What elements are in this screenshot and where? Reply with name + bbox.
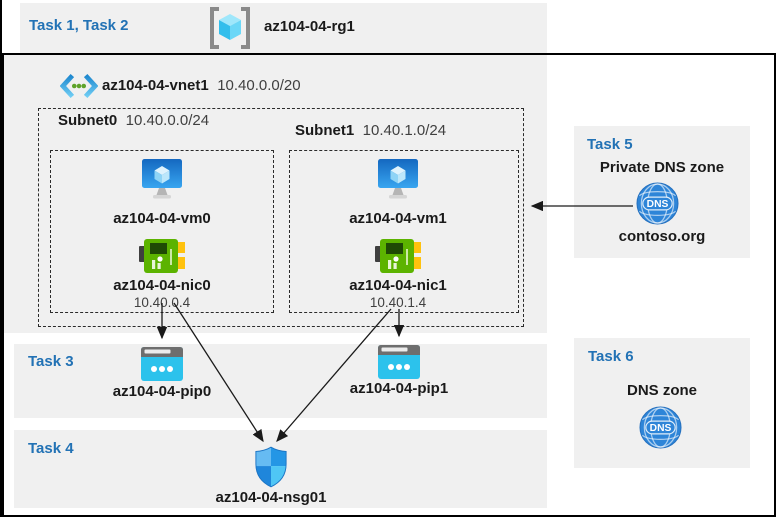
task5-box: Task 5 Private DNS zone DNS contoso.org xyxy=(574,126,750,258)
resource-group-icon xyxy=(206,6,254,50)
nic0-ip: 10.40.0.4 xyxy=(133,295,191,310)
dns-icon-text: DNS xyxy=(647,199,669,210)
vnet-region xyxy=(4,55,547,333)
nic1-ip: 10.40.1.4 xyxy=(369,295,427,310)
task12-band: Task 1, Task 2 az104-04-rg1 xyxy=(20,3,547,53)
dns-zone-title: DNS zone xyxy=(626,382,697,399)
virtual-machine-icon xyxy=(140,159,184,201)
nic0-name: az104-04-nic0 xyxy=(113,277,211,294)
vm0-name: az104-04-vm0 xyxy=(113,210,211,227)
private-dns-zone-title: Private DNS zone xyxy=(599,159,725,176)
subnet0-name: Subnet0 xyxy=(58,112,118,129)
task4-label: Task 4 xyxy=(28,440,74,457)
vm1-name: az104-04-vm1 xyxy=(349,210,447,227)
subnet1-name: Subnet1 xyxy=(295,122,355,139)
virtual-machine-icon xyxy=(376,159,420,201)
subnet1-cidr: 10.40.1.0/24 xyxy=(362,122,447,139)
network-security-group-shield-icon xyxy=(254,446,288,488)
subnet1-box xyxy=(289,150,519,313)
pip1-name: az104-04-pip1 xyxy=(349,380,449,397)
task12-label: Task 1, Task 2 xyxy=(29,17,129,34)
subnet0-cidr: 10.40.0.0/24 xyxy=(125,112,210,129)
network-interface-icon xyxy=(375,237,421,275)
virtual-network-icon xyxy=(60,71,98,101)
nic1-name: az104-04-nic1 xyxy=(349,277,447,294)
dns-zone-name: contoso.org xyxy=(618,228,706,245)
pip0-name: az104-04-pip0 xyxy=(112,383,212,400)
task6-label: Task 6 xyxy=(588,348,634,365)
task5-label: Task 5 xyxy=(587,136,633,153)
public-ip-icon xyxy=(378,345,420,379)
dns-globe-icon: DNS xyxy=(636,182,679,225)
dns-icon-text: DNS xyxy=(650,423,672,434)
public-ip-icon xyxy=(141,347,183,381)
resource-group-name: az104-04-rg1 xyxy=(264,18,355,35)
vnet-name: az104-04-vnet1 xyxy=(102,77,209,94)
network-interface-icon xyxy=(139,237,185,275)
task3-label: Task 3 xyxy=(28,353,74,370)
nsg-name: az104-04-nsg01 xyxy=(215,489,327,506)
dns-globe-icon: DNS xyxy=(639,406,682,449)
vnet-cidr: 10.40.0.0/20 xyxy=(217,77,301,94)
task6-box: Task 6 DNS zone DNS xyxy=(574,338,750,468)
